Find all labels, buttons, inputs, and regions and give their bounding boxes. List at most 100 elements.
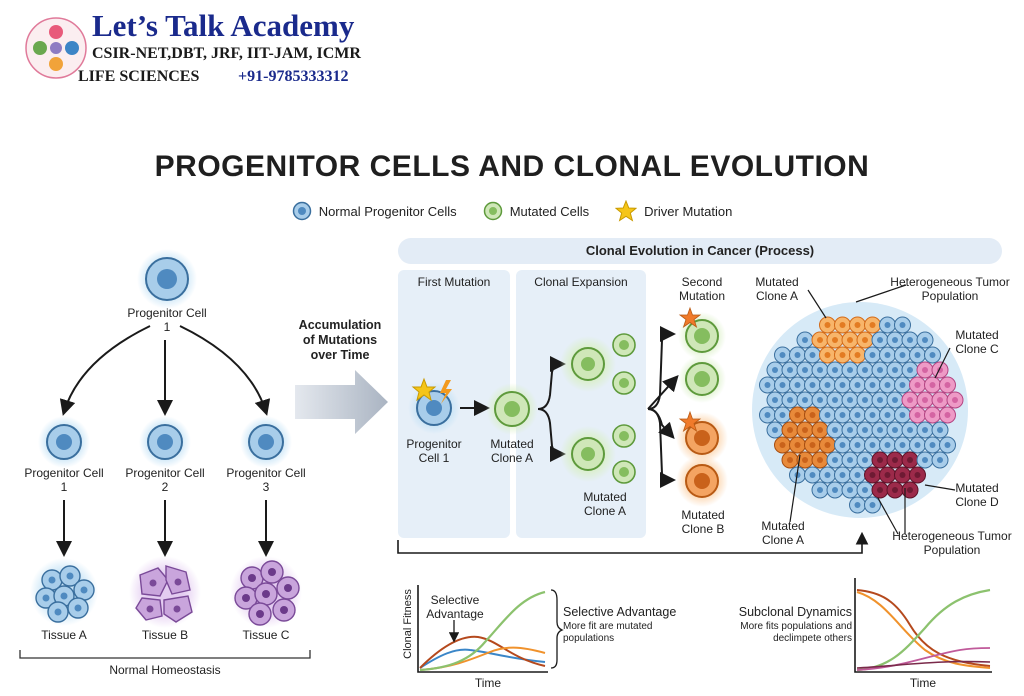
tumor-cell-nucleus xyxy=(869,382,876,388)
tumor-cell-nucleus xyxy=(922,427,928,433)
tumor-cell-nucleus xyxy=(802,457,808,463)
tumor-cell-nucleus xyxy=(877,397,883,403)
tumor-cell-nucleus xyxy=(764,382,771,388)
tumor-cell-nucleus xyxy=(809,442,816,448)
tumor-cell-nucleus xyxy=(929,412,936,418)
tumor-cell-nucleus xyxy=(892,367,898,373)
tumor-clone-a-top: Mutated Clone A xyxy=(755,275,799,303)
tumor-cell-nucleus xyxy=(869,472,876,478)
tumor-cell-nucleus xyxy=(952,397,958,403)
tumor-cell-nucleus xyxy=(764,412,771,418)
tumor-cell-nucleus xyxy=(892,337,898,343)
tumor-cell-nucleus xyxy=(877,367,883,373)
mutated-clone-a-cell xyxy=(486,383,538,435)
tumor-cell-nucleus xyxy=(779,412,786,418)
tumor-cell-nucleus xyxy=(779,442,786,448)
tumor-cell-nucleus xyxy=(899,352,906,358)
tumor-cell-nucleus xyxy=(824,382,831,388)
tumor-cell-nucleus xyxy=(877,487,883,493)
tumor-cell-nucleus xyxy=(922,457,928,463)
tumor-cell-nucleus xyxy=(922,367,928,373)
legend-driver: Driver Mutation xyxy=(615,200,732,222)
tumor-cell-nucleus xyxy=(794,412,801,418)
tumor-cell-nucleus xyxy=(802,397,808,403)
tumor-cell-nucleus xyxy=(877,427,883,433)
tumor-cell-nucleus xyxy=(854,412,861,418)
tumor-cell-nucleus xyxy=(907,457,913,463)
tumor-cell-nucleus xyxy=(869,322,876,328)
root-progenitor-label: Progenitor Cell 1 xyxy=(127,306,207,334)
series-orange-line xyxy=(856,591,991,669)
root-progenitor-cell xyxy=(137,249,197,309)
tumor-cell-nucleus xyxy=(869,502,876,508)
tumor-cell-nucleus xyxy=(877,457,883,463)
tumor-cell-nucleus xyxy=(944,412,951,418)
brace-text: More fit are mutated populations xyxy=(563,621,653,644)
tumor-mass xyxy=(752,302,968,518)
tumor-leader-lines xyxy=(789,284,956,535)
academy-exams: CSIR-NET,DBT, JRF, IIT-JAM, ICMR xyxy=(92,45,361,62)
first-mutation-heading: First Mutation xyxy=(417,275,491,289)
fitness-annotation: Selective Advantage xyxy=(426,593,484,621)
tissue-b-cells xyxy=(129,556,201,628)
tumor-hetero-top: Heterogeneous Tumor Population xyxy=(890,275,1010,303)
tumor-cell-nucleus xyxy=(802,427,808,433)
selective-brace xyxy=(550,589,564,669)
tissue-c-cells xyxy=(230,556,302,628)
tumor-cell-nucleus xyxy=(824,322,831,328)
fitness-xlabel: Time xyxy=(474,676,502,690)
tumor-cell-nucleus xyxy=(779,352,786,358)
tumor-cell-nucleus xyxy=(922,397,928,403)
tissue-a-label: Tissue A xyxy=(41,628,87,642)
tumor-cell-nucleus xyxy=(862,397,868,403)
tumor-cell-nucleus xyxy=(854,442,861,448)
progenitor-2-label: Progenitor Cell 2 xyxy=(125,466,205,494)
tumor-cell-nucleus xyxy=(832,337,838,343)
tumor-hetero-bottom: Heterogeneous Tumor Population xyxy=(892,529,1012,557)
tumor-cell-nucleus xyxy=(892,397,898,403)
tumor-cell-nucleus xyxy=(862,337,868,343)
tumor-cell-nucleus xyxy=(847,397,853,403)
big-progress-arrow xyxy=(295,370,388,434)
tumor-cell-nucleus xyxy=(862,457,868,463)
tumor-cell-nucleus xyxy=(907,367,913,373)
tumor-cell-nucleus xyxy=(794,352,801,358)
tumor-cell-nucleus xyxy=(824,472,831,478)
second-branch-2 xyxy=(647,375,679,410)
tumor-cell-nucleus xyxy=(839,352,846,358)
driver-mutation-star-icon xyxy=(411,377,437,402)
tumor-cell-nucleus xyxy=(937,427,943,433)
clone-a-label: Mutated Clone A xyxy=(490,437,534,465)
tumor-cell-nucleus xyxy=(899,442,906,448)
tumor-cell-nucleus xyxy=(854,382,861,388)
tumor-cell-nucleus xyxy=(929,352,936,358)
tumor-cell-nucleus xyxy=(907,337,913,343)
tumor-cell-nucleus xyxy=(944,442,951,448)
orange-star-icon xyxy=(678,306,702,329)
tumor-cell-nucleus xyxy=(884,442,891,448)
tumor-cell-nucleus xyxy=(832,367,838,373)
lightning-icon xyxy=(440,380,452,404)
process-header-bg xyxy=(398,238,1002,264)
tumor-cell-nucleus xyxy=(899,322,906,328)
subclonal-xlabel: Time xyxy=(909,676,937,690)
clonal-expansion-bottom xyxy=(560,424,636,484)
series-clone-a-line xyxy=(419,635,546,669)
tumor-cell-nucleus xyxy=(817,337,823,343)
tumor-cell-nucleus xyxy=(772,397,778,403)
lineage-arrows xyxy=(56,325,274,557)
fitness-ylabel: Clonal Fitness xyxy=(402,589,414,659)
homeostasis-bracket xyxy=(19,650,311,659)
subclonal-graph xyxy=(854,578,992,673)
legend-normal: Normal Progenitor Cells xyxy=(292,201,457,221)
tumor-cell-nucleus xyxy=(839,382,846,388)
tumor-cell-nucleus xyxy=(907,487,913,493)
tumor-cell-nucleus xyxy=(839,322,846,328)
tumor-cell-nucleus xyxy=(847,367,853,373)
branch-up xyxy=(537,356,566,410)
feedback-arrow xyxy=(397,531,869,554)
tumor-cell-nucleus xyxy=(809,382,816,388)
series-dark-line xyxy=(856,660,991,669)
brace-title: Selective Advantage xyxy=(563,605,677,619)
